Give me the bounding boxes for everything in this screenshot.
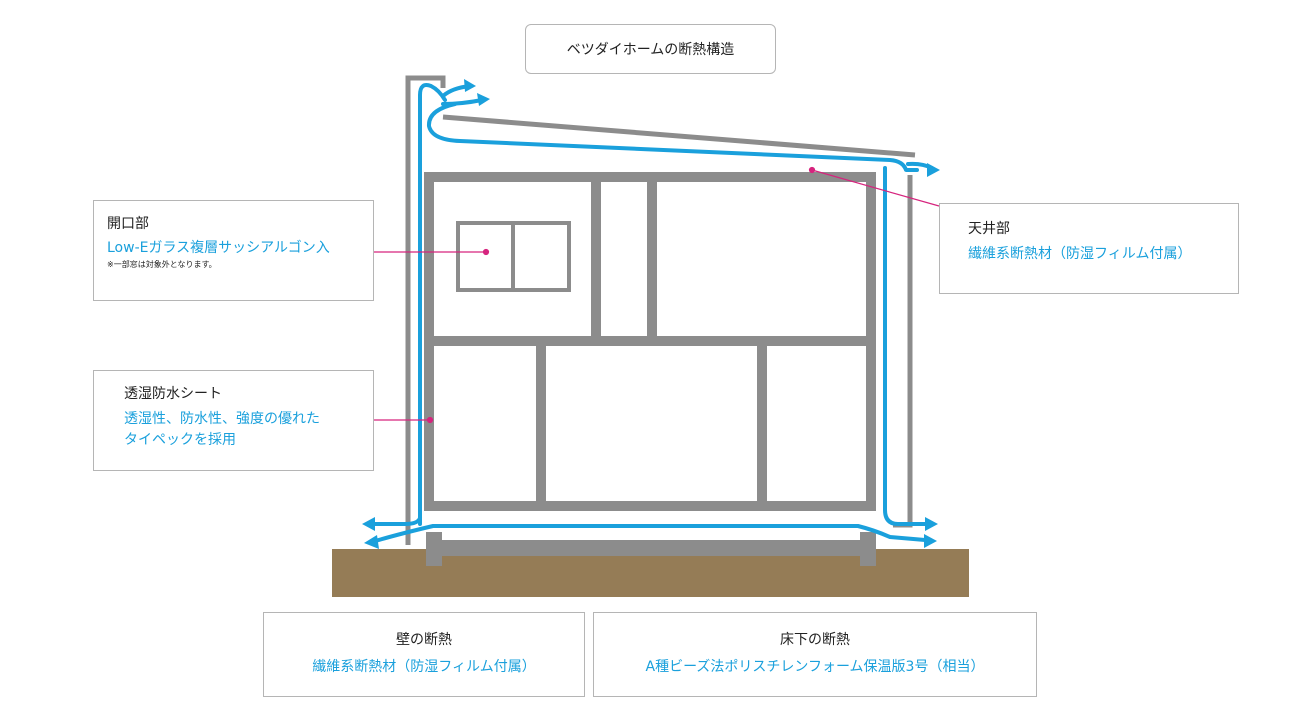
window: [456, 221, 571, 292]
opening-heading: 開口部: [107, 216, 149, 232]
floor-label-box: 床下の断熱 A種ビーズ法ポリスチレンフォーム保温版3号（相当）: [593, 612, 1037, 697]
ceiling-label-box: 天井部 繊維系断熱材（防湿フィルム付属）: [939, 203, 1239, 294]
foundation: [426, 532, 876, 566]
sheet-heading: 透湿防水シート: [124, 386, 222, 402]
opening-label-box: 開口部 Low-Eガラス複層サッシアルゴン入 ※一部窓は対象外となります。: [93, 200, 374, 301]
airflow-arrowheads: [362, 79, 940, 549]
diagram-title: ベツダイホームの断熱構造: [525, 24, 776, 74]
sheet-label-box: 透湿防水シート 透湿性、防水性、強度の優れた タイペックを採用: [93, 370, 374, 471]
sheet-description-line1: 透湿性、防水性、強度の優れた: [124, 411, 320, 427]
ceiling-description: 繊維系断熱材（防湿フィルム付属）: [968, 246, 1192, 262]
ceiling-heading: 天井部: [968, 221, 1010, 237]
wall-heading: 壁の断熱: [396, 632, 452, 648]
wall-label-box: 壁の断熱 繊維系断熱材（防湿フィルム付属）: [263, 612, 585, 697]
airflow-lines: [368, 83, 934, 544]
opening-note: ※一部窓は対象外となります。: [107, 260, 217, 269]
house-frame: [424, 172, 876, 511]
floor-heading: 床下の断熱: [780, 632, 850, 648]
floor-description: A種ビーズ法ポリスチレンフォーム保温版3号（相当）: [645, 659, 985, 675]
wall-description: 繊維系断熱材（防湿フィルム付属）: [312, 659, 536, 675]
diagram-title-text: ベツダイホームの断熱構造: [566, 42, 735, 58]
opening-description: Low-Eガラス複層サッシアルゴン入: [107, 240, 330, 256]
sheet-description-line2: タイペックを採用: [124, 432, 236, 448]
leader-lines: [374, 166, 940, 424]
